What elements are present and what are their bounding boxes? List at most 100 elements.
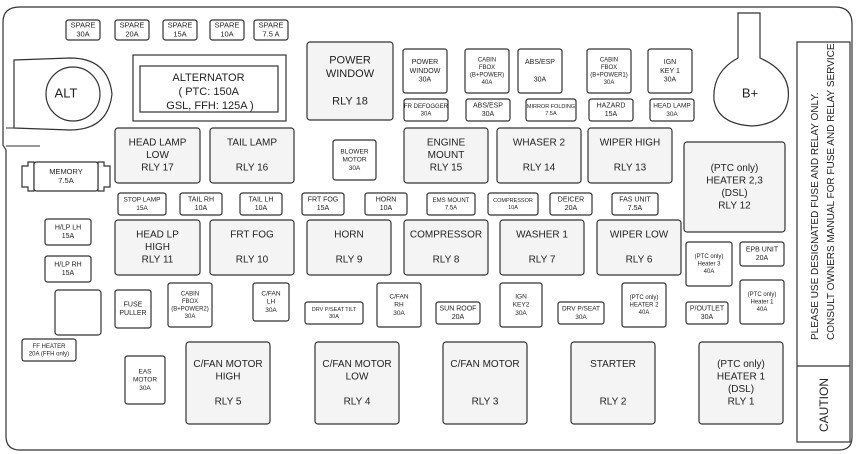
- ign-key1-label-line: 30A: [664, 77, 677, 84]
- compressor-fuse-outline: [487, 192, 539, 216]
- tail-rh-outline: [179, 192, 223, 216]
- washer1-relay-label-line: WASHER 1: [516, 230, 568, 241]
- caution-label: CAUTION: [817, 378, 831, 432]
- ptc-heater23-relay: (PTC only)HEATER 2,3(DSL)RLY 12: [683, 141, 786, 233]
- spare-30a-label-line: 30A: [76, 30, 89, 39]
- ptc-heater2-outline: [621, 282, 667, 328]
- memory-label-line: MEMORY: [49, 167, 83, 176]
- hlp-rh-outline: [44, 255, 92, 283]
- tail-lamp-relay-label-line: RLY 16: [236, 163, 269, 174]
- stop-lamp-label-line: STOP LAMP: [124, 197, 161, 204]
- ptc-heater23-relay-label-line: HEATER 2,3: [706, 175, 763, 186]
- cabin-fbox-power-label-line: CABIN: [478, 57, 496, 63]
- ptc-heater1-relay-label-line: (PTC only): [717, 359, 765, 370]
- ptc-heater1-fuse-label-line: (PTC only): [748, 292, 777, 298]
- eas-motor-label-line: 30A: [139, 385, 151, 392]
- deicer-label-line: 20A: [565, 205, 578, 212]
- p-outlet-label-line: P/OUTLET: [690, 305, 725, 312]
- fuse-puller-label-line: FUSE: [124, 301, 143, 308]
- abs-esp-30a-top-label-line: 30A: [534, 77, 547, 84]
- head-lamp-low-relay-label-line: RLY 17: [141, 163, 174, 174]
- head-lamp-fuse-outline: [649, 98, 695, 122]
- head-lamp-fuse-label-line: HEAD LAMP: [653, 103, 691, 110]
- wiper-low-relay-outline: [596, 219, 682, 276]
- tail-rh-label-line: TAIL RH: [188, 196, 214, 203]
- spare-10a-label-line: SPARE: [215, 20, 240, 29]
- cfan-rh-label-line: C/FAN: [389, 294, 408, 301]
- drv-pseat-outline: [557, 301, 605, 325]
- ign-key2-label-line: 30A: [515, 310, 527, 317]
- power-window-relay-label-line: WINDOW: [326, 68, 375, 80]
- spare-15a-outline: [162, 19, 198, 41]
- ptc-heater1-relay-label-line: (DSL): [728, 384, 754, 395]
- ign-key1-label-line: IGN: [664, 59, 676, 66]
- cabin-fbox-power1-outline: [586, 48, 632, 94]
- cfan-lh-outline: [252, 282, 290, 322]
- ptc-heater2-label-line: HEATER 2: [630, 303, 660, 309]
- drv-pseat-tilt-outline: [304, 301, 364, 325]
- power-window-relay-label-line: POWER: [329, 54, 371, 66]
- compressor-relay-label-line: COMPRESSOR: [410, 230, 482, 241]
- power-window-label-line: POWER: [412, 59, 438, 66]
- tail-rh-label-line: 10A: [195, 205, 208, 212]
- deicer-outline: [549, 192, 593, 216]
- mirror-folding-label-line: MIRROR FOLDING: [527, 104, 575, 110]
- abs-esp-30a-label-line: ABS/ESP: [473, 102, 503, 109]
- ign-key2-label-line: KEY2: [513, 302, 530, 309]
- cabin-fbox-power2-outline: [167, 282, 213, 328]
- ptc-heater3-label-line: (PTC only): [695, 254, 724, 260]
- eas-motor-label-line: MOTOR: [133, 377, 157, 384]
- head-lp-high-relay-label-line: RLY 11: [142, 255, 174, 266]
- horn-fuse-label-line: 10A: [380, 205, 393, 212]
- fr-defogger-label-line: 30A: [421, 111, 432, 117]
- caution-text-line2: CONSULT OWNERS MANUAL FOR FUSE AND RELAY…: [826, 41, 837, 340]
- cabin-fbox-power-label-line: FBOX: [479, 65, 495, 71]
- hlp-rh-label-line: 15A: [62, 270, 75, 277]
- ptc-heater1-fuse-outline: [739, 279, 785, 325]
- washer1-relay-outline: [499, 219, 585, 276]
- engine-mount-relay-outline: [403, 127, 489, 184]
- cfan-motor-high-relay-label-line: RLY 5: [215, 396, 242, 407]
- abs-esp-30a-top-outline: [517, 48, 563, 94]
- spare-7-5a-label-line: 7.5 A: [262, 30, 279, 39]
- ems-mount-label-line: 7.5A: [445, 205, 457, 211]
- ptc-heater23-relay-label-line: (PTC only): [711, 163, 759, 174]
- epb-unit-label-line: EPB UNIT: [746, 246, 779, 253]
- power-window-relay-outline: [306, 41, 394, 121]
- alternator-fuse-label: ALTERNATOR ( PTC: 150A GSL, FFH: 125A ): [166, 72, 253, 112]
- cfan-rh-outline: [376, 282, 422, 328]
- p-outlet-label-line: 30A: [701, 314, 714, 321]
- starter-relay-label-line: RLY 2: [600, 396, 627, 407]
- p-outlet-outline: [685, 301, 729, 325]
- spare-20a-outline: [114, 19, 150, 41]
- ptc-heater1-relay-outline: [698, 341, 784, 425]
- eas-motor-label-line: EAS: [138, 369, 152, 376]
- power-window-outline: [402, 48, 448, 94]
- empty-fuse-slot: [54, 289, 102, 336]
- eas-motor-outline: [124, 355, 166, 405]
- spare-30a-label-line: SPARE: [71, 20, 96, 29]
- wiper-high-relay-outline: [587, 127, 673, 184]
